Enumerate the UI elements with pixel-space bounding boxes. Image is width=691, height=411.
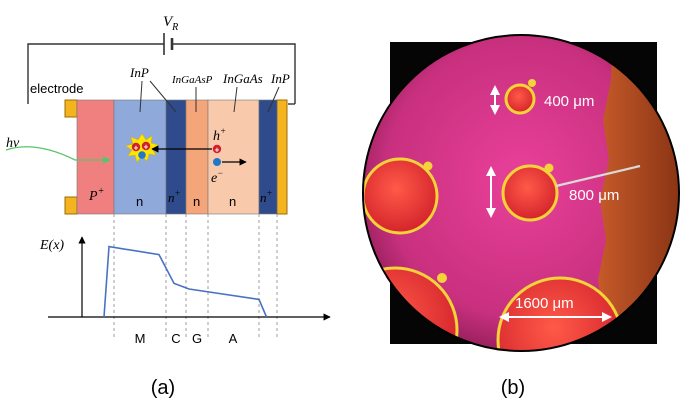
hole-sign-2: + [144, 143, 149, 152]
layer-label-contact: n+ [260, 188, 273, 205]
electrode-left-top [64, 99, 78, 118]
contact-tab-large-left [437, 273, 447, 283]
device-pad-left-mid [363, 157, 439, 235]
scale-label-400um: 400 μm [544, 93, 594, 110]
contact-tab-800um [544, 163, 554, 173]
leader-inp-to-multiplication [139, 80, 143, 113]
electron-label: e− [211, 168, 223, 186]
region-label-c: C [171, 331, 180, 346]
bias-voltage-label: VR [163, 14, 178, 33]
leader-ingaas [233, 86, 238, 113]
layer-label-grading: n [193, 194, 200, 209]
hole-sign-absorption: + [215, 146, 220, 155]
device-pad-800um [501, 164, 559, 222]
contact-tab-400um [528, 79, 536, 87]
hole-sign-1: + [134, 144, 139, 153]
layer-label-multiplication: n [136, 194, 143, 209]
scale-label-800um: 800 μm [569, 187, 619, 204]
electron-particle-absorption [213, 158, 221, 166]
caption-b: (b) [501, 377, 525, 399]
region-guide-lines [113, 214, 278, 340]
bias-circuit-wire [27, 43, 296, 104]
caption-a: (a) [151, 377, 175, 399]
material-label-inp-right: InP [270, 71, 290, 86]
layer-label-charge: n+ [168, 188, 181, 205]
panel-b: 400 μm 800 μm 1600 μm (b) [362, 34, 680, 399]
material-label-inp-left: InP [129, 65, 149, 80]
layer-absorption-n [207, 99, 260, 215]
region-label-a: A [229, 331, 238, 346]
hole-particle-1 [131, 142, 141, 152]
hole-label: h+ [213, 126, 226, 144]
material-label-ingaas: InGaAs [222, 71, 263, 86]
layer-contact-n-plus [258, 99, 278, 215]
probe-needle [555, 164, 641, 188]
electron-particle-burst [138, 151, 146, 159]
electrode-right [276, 99, 288, 215]
panel-a: VR electrode P+ n n+ n n n+ InP InGaAsP … [5, 14, 331, 399]
hole-particle-absorption [212, 144, 222, 154]
photon-arrow [5, 146, 111, 164]
microscope-field-edge [362, 34, 680, 352]
material-label-ingaasp: InGaAsP [171, 74, 213, 86]
plot-y-label: E(x) [39, 238, 64, 253]
region-label-m: M [135, 331, 146, 346]
leader-inp-right [267, 86, 280, 113]
electric-field-profile [103, 245, 268, 318]
region-label-g: G [192, 331, 202, 346]
electrode-left-bottom [64, 196, 78, 215]
device-pad-400um [504, 83, 536, 115]
contact-tab-left-mid [423, 161, 433, 171]
scale-label-1600um: 1600 μm [515, 295, 574, 312]
layer-label-p-plus: P+ [88, 186, 104, 204]
layer-label-absorption: n [229, 194, 236, 209]
leader-inp-to-charge [149, 80, 177, 113]
hole-particle-2 [141, 141, 151, 151]
electrode-label: electrode [30, 81, 83, 96]
